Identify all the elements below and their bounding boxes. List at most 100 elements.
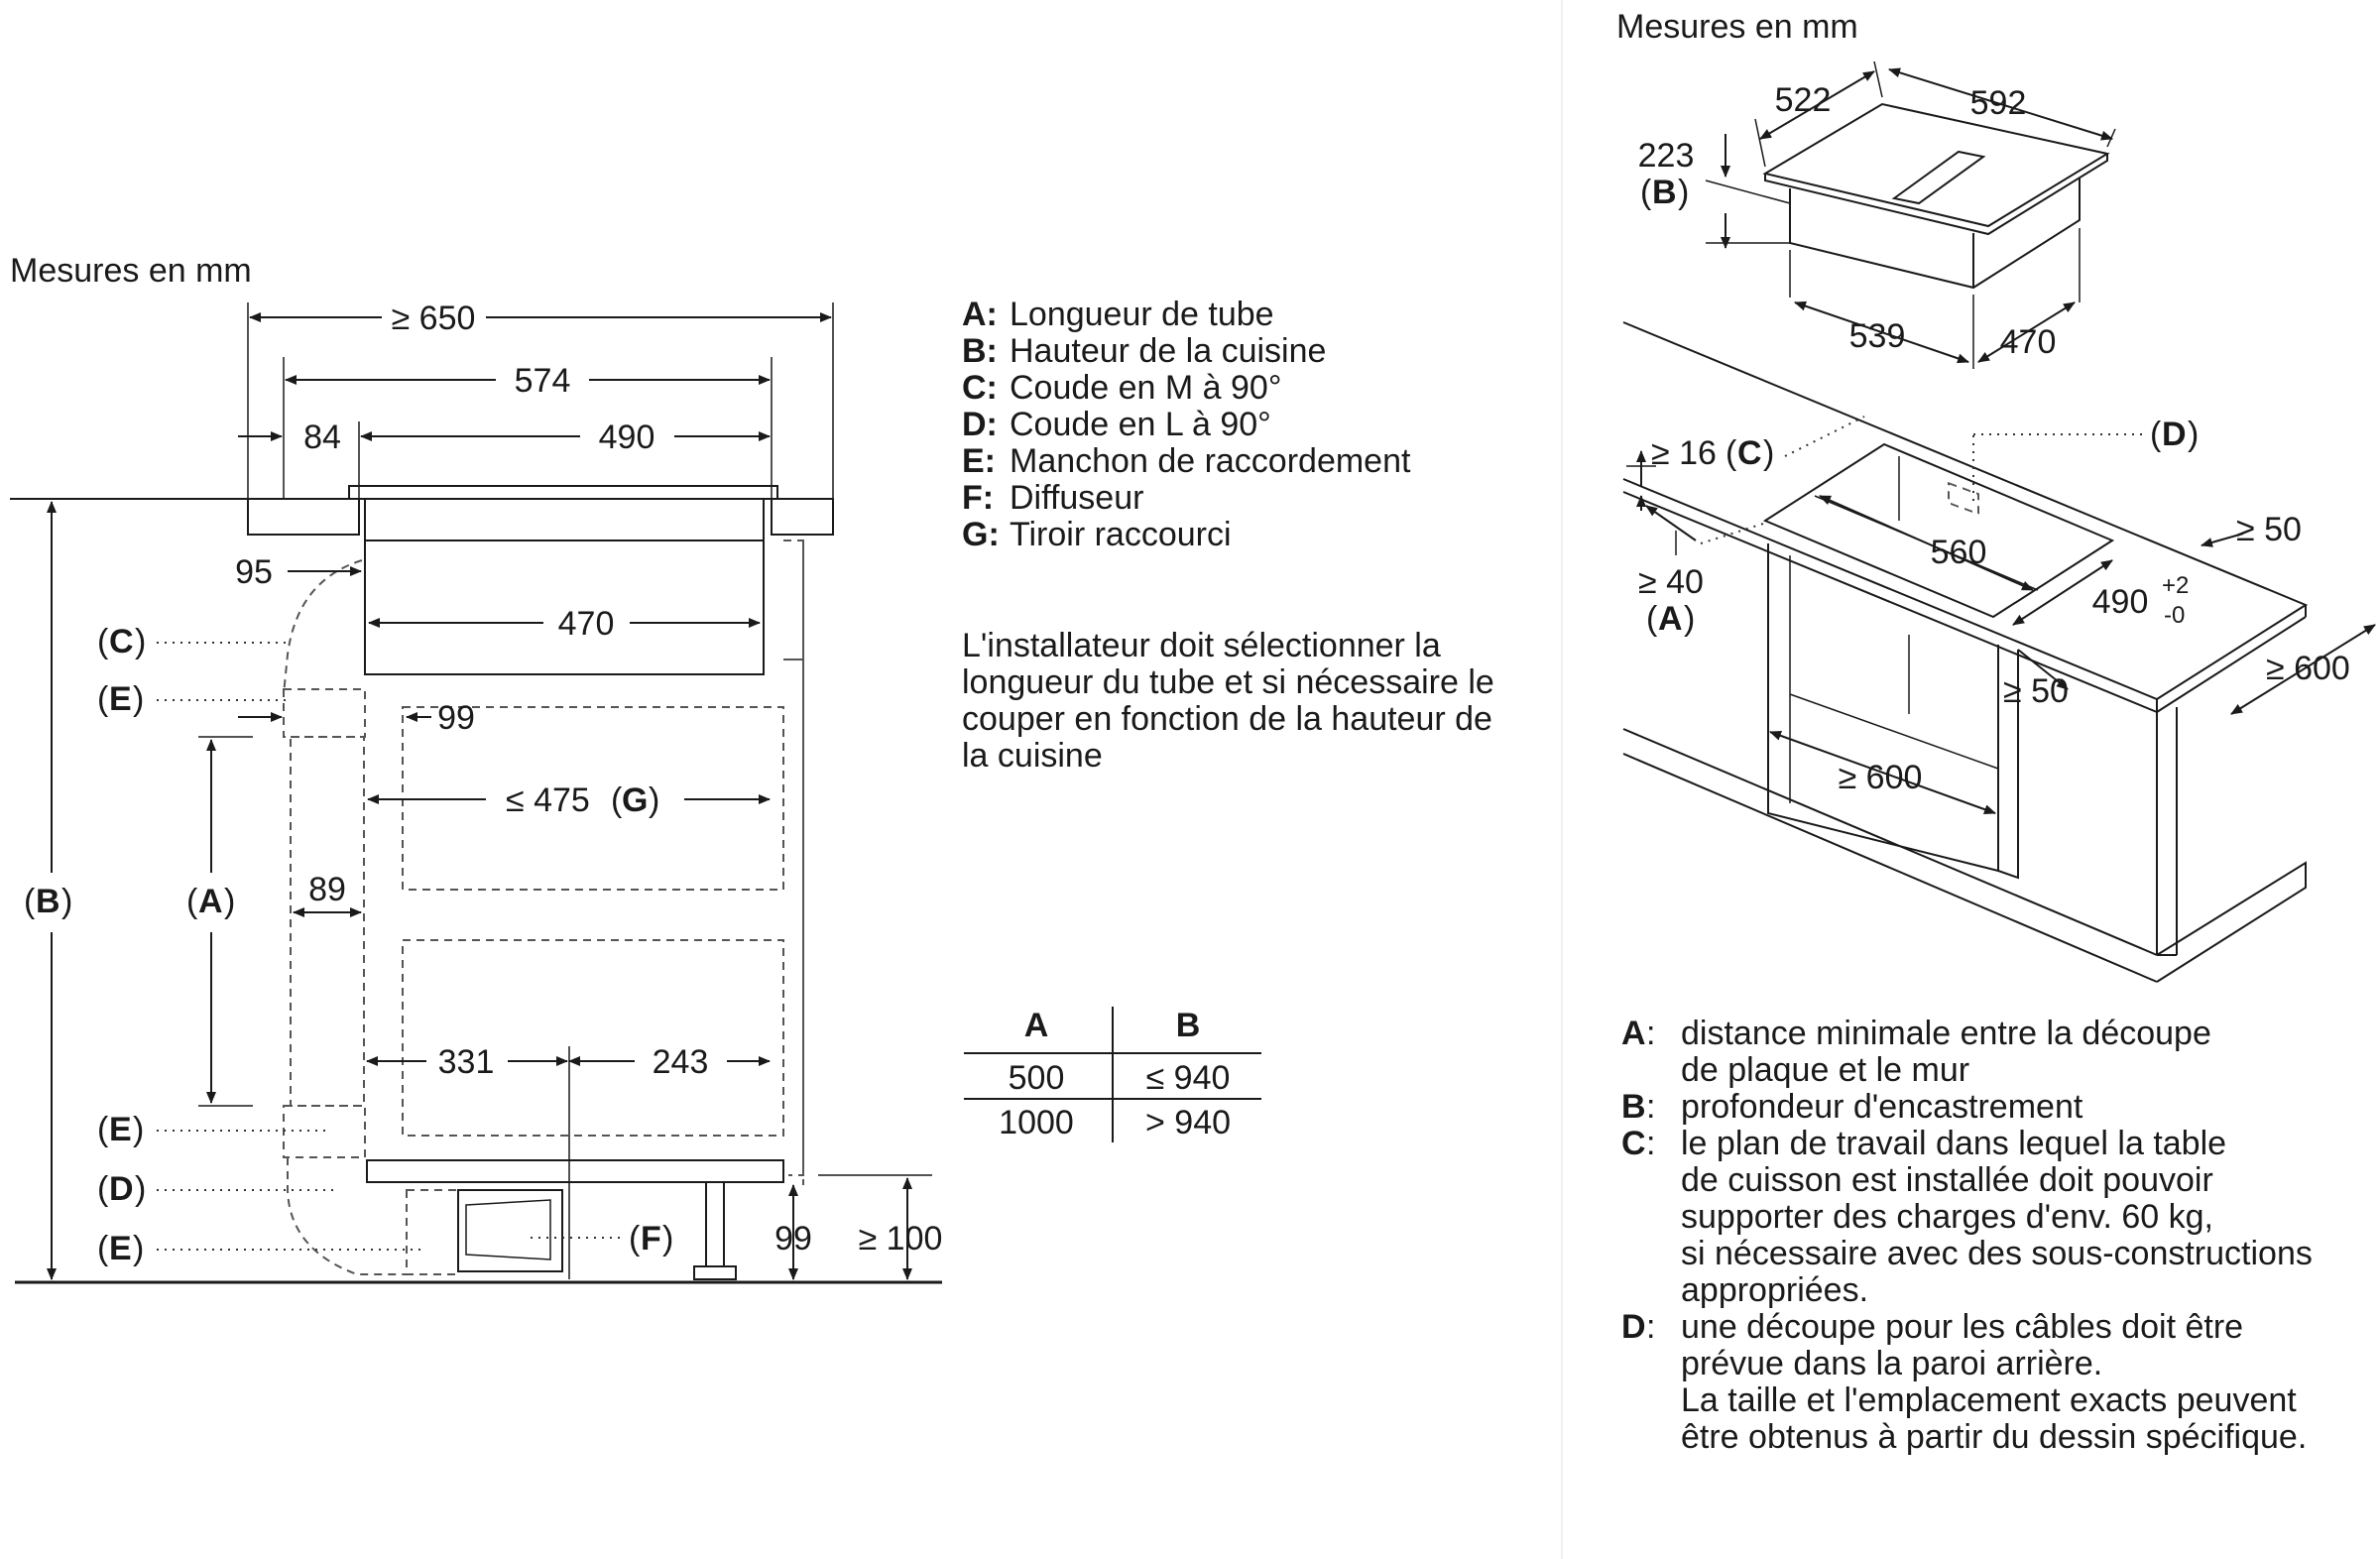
dim-84: 84	[303, 419, 341, 456]
drawer-outline-upper	[402, 706, 784, 891]
label-g: G	[622, 781, 648, 819]
dim-50-mid: ≥ 50	[2003, 672, 2069, 710]
note-a-line-2: de plaque et le mur	[1681, 1051, 1969, 1089]
dim-592: 592	[1970, 84, 2027, 122]
dim-650: ≥ 650	[392, 300, 476, 337]
elbow-c	[283, 559, 363, 695]
installer-note: L'installateur doit sélectionner la long…	[962, 627, 1494, 775]
label-f-open: (	[629, 1220, 641, 1258]
dim-574: 574	[515, 362, 571, 400]
legend-key-b: B:	[962, 332, 998, 370]
note-colon-c: :	[1646, 1125, 1655, 1162]
right-notes: A : distance minimale entre la découpe d…	[1621, 1015, 2313, 1456]
dim-490: 490	[599, 419, 655, 456]
dim-89: 89	[308, 871, 346, 908]
tube-a	[290, 736, 365, 1107]
dim-50-top: ≥ 50	[2236, 511, 2302, 548]
drawer-outline-lower	[402, 939, 784, 1137]
dim-490-cut: 490	[2092, 583, 2149, 621]
connector-e-top	[283, 688, 366, 738]
note-line-4: la cuisine	[962, 737, 1103, 775]
dim-470-left: 470	[558, 605, 615, 643]
label-d-open: (	[97, 1170, 109, 1208]
legend-key-g: G:	[962, 516, 1000, 553]
label-c-left: C	[109, 623, 134, 660]
legend-text-g: Tiroir raccourci	[1010, 516, 1232, 553]
label-c-right: C	[1737, 434, 1762, 472]
table-cell-a2: 1000	[999, 1104, 1074, 1141]
note-b-line-1: profondeur d'encastrement	[1681, 1088, 2083, 1126]
label-c-open: (	[97, 623, 109, 660]
label-e-bottom: E	[109, 1230, 132, 1267]
note-colon-a: :	[1646, 1015, 1655, 1052]
legend-list: A: Longueur de tube B: Hauteur de la cui…	[962, 296, 1411, 553]
note-d-line-1: une découpe pour les câbles doit être	[1681, 1308, 2243, 1346]
note-d-line-4: être obtenus à partir du dessin spécifiq…	[1681, 1418, 2307, 1456]
note-c-line-4: si nécessaire avec des sous-construction…	[1681, 1235, 2313, 1272]
note-c-line-3: supporter des charges d'env. 60 kg,	[1681, 1198, 2213, 1236]
label-b-open: (	[24, 883, 36, 920]
units-label-right: Mesures en mm	[1616, 8, 1858, 46]
legend-text-d: Coude en L à 90°	[1010, 406, 1271, 443]
dim-490-tol-minus: -0	[2164, 602, 2185, 629]
elbow-d	[287, 1157, 407, 1275]
note-a-line-1: distance minimale entre la découpe	[1681, 1015, 2211, 1052]
note-c-line-2: de cuisson est installée doit pouvoir	[1681, 1161, 2213, 1199]
dim-99-tube: 99	[437, 699, 475, 737]
legend-text-b: Hauteur de la cuisine	[1010, 332, 1326, 370]
note-line-3: couper en fonction de la hauteur de	[962, 700, 1492, 738]
label-e3-open: (	[97, 1230, 109, 1267]
worktop-right-section	[771, 498, 834, 536]
hob-glass-plate	[348, 485, 778, 500]
label-e2-close: )	[133, 1111, 144, 1148]
table-cell-b2: > 940	[1145, 1104, 1231, 1141]
hob-isometric-drawing: Mesures en mm 522 592 223 ( B ) 539 4	[1616, 8, 2116, 369]
tube-length-table: A B 500 ≤ 940 1000 > 940	[964, 1007, 1261, 1142]
note-key-b: B	[1621, 1088, 1646, 1126]
dim-475: ≤ 475	[506, 781, 590, 819]
note-line-1: L'installateur doit sélectionner la	[962, 627, 1441, 664]
label-b-right-open: (	[1640, 174, 1652, 211]
legend-text-e: Manchon de raccordement	[1010, 442, 1411, 480]
note-key-d: D	[1621, 1308, 1646, 1346]
legend-key-c: C:	[962, 369, 998, 407]
dim-100: ≥ 100	[859, 1220, 943, 1258]
label-g-close: )	[649, 781, 659, 819]
dim-16: ≥ 16	[1651, 434, 1717, 472]
label-d-left: D	[109, 1170, 134, 1208]
note-c-line-5: appropriées.	[1681, 1271, 1868, 1309]
dim-490-tol-plus: +2	[2162, 572, 2189, 599]
dim-470-right: 470	[2000, 323, 2057, 361]
dim-95: 95	[235, 553, 273, 591]
hob-top-plate	[1762, 102, 2110, 228]
note-colon-b: :	[1646, 1088, 1655, 1126]
label-b-right-close: )	[1678, 174, 1689, 211]
label-a-right-open: (	[1646, 600, 1658, 638]
label-d-right-close: )	[2188, 416, 2199, 453]
label-b-right: B	[1652, 174, 1677, 211]
dim-600-width: ≥ 600	[1839, 759, 1923, 796]
table-header-a: A	[1024, 1007, 1049, 1044]
legend-key-e: E:	[962, 442, 996, 480]
label-e-top: E	[109, 680, 132, 718]
hob-cutout	[1762, 442, 2115, 619]
plinth-shelf	[366, 1159, 784, 1183]
note-c-line-1: le plan de travail dans lequel la table	[1681, 1125, 2226, 1162]
dim-99-plinth: 99	[774, 1220, 812, 1258]
extractor-vent	[1891, 150, 1986, 205]
label-a-left: A	[198, 883, 223, 920]
label-g-open: (	[611, 781, 623, 819]
label-f-close: )	[662, 1220, 673, 1258]
dim-40: ≥ 40	[1638, 563, 1704, 601]
cabinet-left-side	[1767, 543, 1999, 872]
legend-key-f: F:	[962, 479, 994, 517]
connector-e-bottom	[406, 1189, 459, 1275]
dim-223: 223	[1638, 137, 1695, 175]
dim-539: 539	[1849, 317, 1906, 355]
note-colon-d: :	[1646, 1308, 1655, 1346]
dim-331: 331	[438, 1043, 495, 1081]
hob-body-iso	[1789, 179, 2081, 290]
cabinet-leg	[705, 1181, 725, 1267]
label-e-mid: E	[109, 1111, 132, 1148]
label-b-close: )	[61, 883, 72, 920]
